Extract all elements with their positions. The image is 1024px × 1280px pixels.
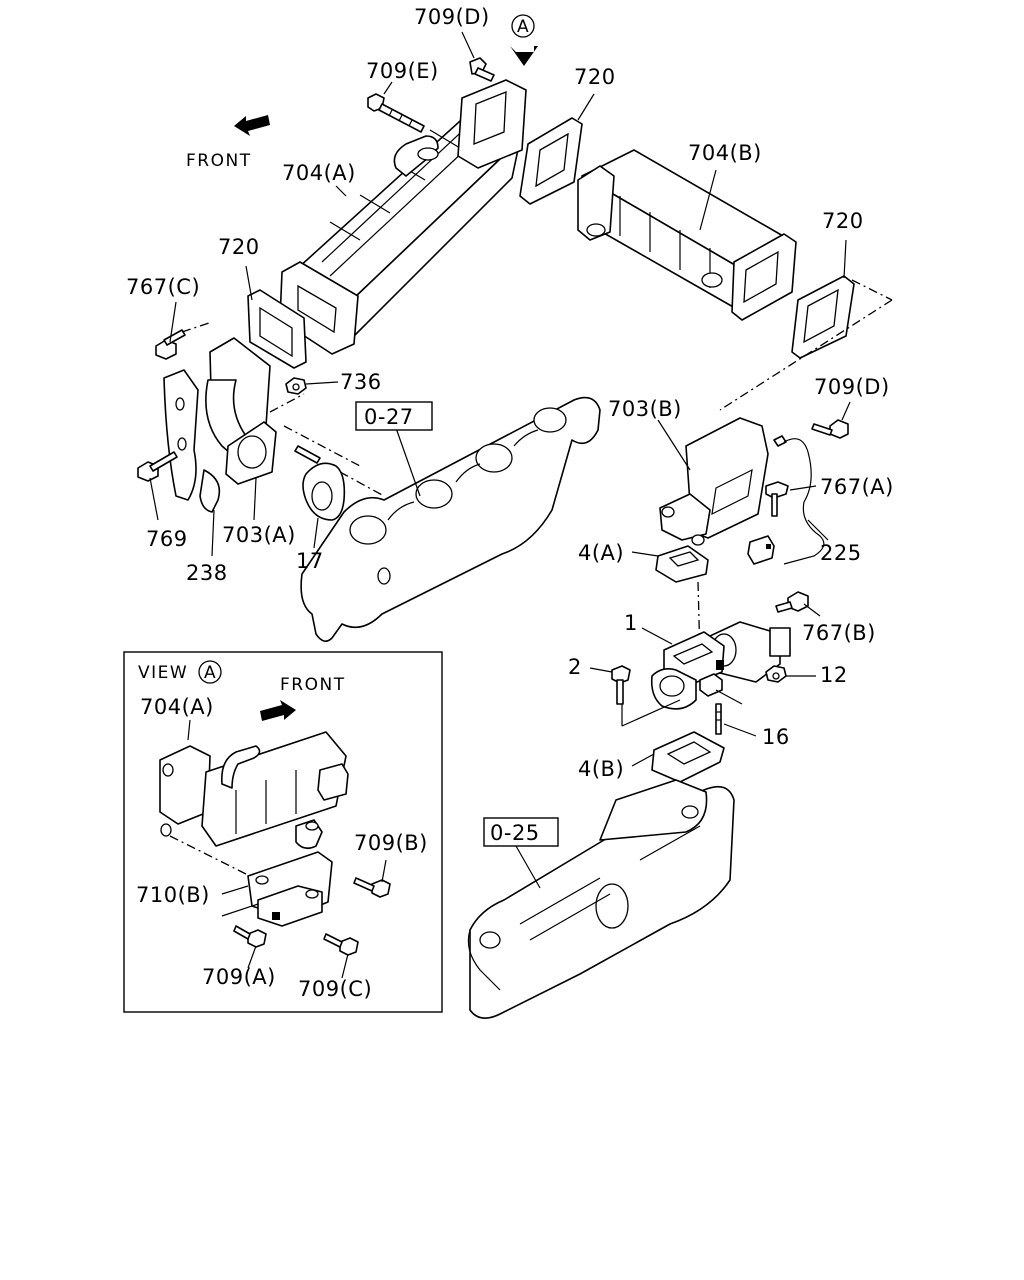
bolt-767c xyxy=(155,301,213,360)
label-769: 769 xyxy=(146,527,188,551)
inset-label-704a: 704(A) xyxy=(140,695,214,719)
label-709e: 709(E) xyxy=(366,59,439,83)
inset-title: VIEW xyxy=(138,663,188,683)
bolt-2 xyxy=(589,665,681,727)
inset-label-709b: 709(B) xyxy=(354,831,428,855)
label-767a: 767(A) xyxy=(820,475,894,499)
label-0-27: 0-27 xyxy=(364,405,414,429)
egr-cooler-704b xyxy=(577,149,797,321)
view-a-arrow-icon xyxy=(510,14,538,66)
inset-front-label: FRONT xyxy=(280,675,346,695)
label-238: 238 xyxy=(186,561,228,585)
label-16: 16 xyxy=(762,725,790,749)
inset-label-709c: 709(C) xyxy=(298,977,372,1001)
label-720-left: 720 xyxy=(218,235,260,259)
label-767c: 767(C) xyxy=(126,275,200,299)
egr-pipe-703a xyxy=(199,337,277,521)
label-703b: 703(B) xyxy=(608,397,682,421)
gasket-4a xyxy=(631,545,709,659)
bolt-709d-right xyxy=(811,401,851,439)
ref-box-0-25 xyxy=(483,817,559,847)
label-767b: 767(B) xyxy=(802,621,876,645)
label-0-25: 0-25 xyxy=(490,821,540,845)
label-4b: 4(B) xyxy=(578,757,624,781)
label-709d-right: 709(D) xyxy=(814,375,890,399)
label-703a: 703(A) xyxy=(222,523,296,547)
gasket-720-left xyxy=(245,265,307,369)
label-4a: 4(A) xyxy=(578,541,624,565)
label-225: 225 xyxy=(820,541,862,565)
label-704b: 704(B) xyxy=(688,141,762,165)
egr-cooler-704a xyxy=(279,79,527,355)
intake-manifold-0-25 xyxy=(467,779,735,1019)
stud-16 xyxy=(715,689,757,737)
front-arrow-icon xyxy=(234,115,270,136)
ref-box-0-27 xyxy=(355,401,433,431)
label-709d-top: 709(D) xyxy=(414,5,490,29)
bolt-769 xyxy=(137,451,178,521)
inset-title-marker: A xyxy=(204,663,217,683)
gasket-4b xyxy=(631,731,725,783)
bolt-767a xyxy=(765,481,817,517)
label-1: 1 xyxy=(624,611,638,635)
label-12: 12 xyxy=(820,663,848,687)
exhaust-manifold-0-27 xyxy=(300,396,601,642)
inset-label-709a: 709(A) xyxy=(202,965,276,989)
bracket-238 xyxy=(163,369,215,557)
stud-dashed-link xyxy=(269,393,385,497)
inset-label-710b: 710(B) xyxy=(136,883,210,907)
gasket-720-right xyxy=(719,239,893,411)
nut-736 xyxy=(285,377,339,395)
label-720-top: 720 xyxy=(574,65,616,89)
label-view-a-marker: A xyxy=(517,17,530,37)
gasket-17 xyxy=(302,462,346,549)
sensor-harness-225 xyxy=(747,435,829,565)
bolt-709d-top xyxy=(461,31,495,82)
bolt-767b xyxy=(775,591,821,617)
egr-valve-1 xyxy=(641,621,791,710)
nut-12 xyxy=(765,665,816,683)
label-720-right: 720 xyxy=(822,209,864,233)
bolt-709e xyxy=(367,81,425,133)
label-736: 736 xyxy=(340,370,382,394)
label-17: 17 xyxy=(296,549,324,573)
egr-pipe-703b xyxy=(657,417,769,546)
inset-frame xyxy=(123,651,443,1013)
label-2: 2 xyxy=(568,655,582,679)
gasket-720-top xyxy=(519,93,595,205)
label-704a: 704(A) xyxy=(282,161,356,185)
view-a-inset xyxy=(123,651,443,1013)
label-front-top: FRONT xyxy=(186,151,252,171)
